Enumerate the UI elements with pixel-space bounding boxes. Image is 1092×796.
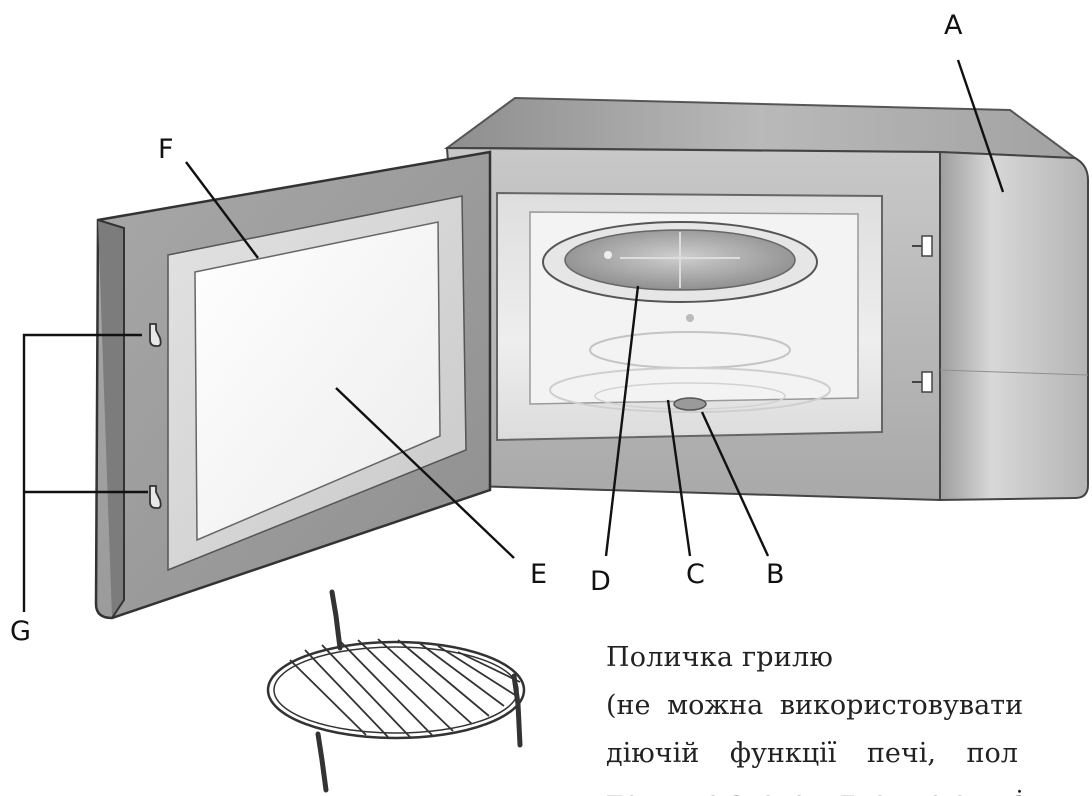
caption-line-1: (не можна використовувати: [606, 690, 1024, 721]
roller-ring-outer: [549, 367, 831, 413]
leader-d: [604, 285, 640, 557]
label-d: D: [590, 566, 611, 597]
leader-a: [956, 59, 1005, 193]
latch-hook-top: [149, 323, 162, 347]
label-g: G: [10, 616, 31, 647]
leader-c: [666, 399, 692, 557]
grill-rack-caption: Поличка грилю (не можна використовувати …: [606, 634, 1092, 796]
caption-line-2: діючій функції печі, пол: [606, 738, 1018, 769]
caption-line-3: повинна знаходитися на скляі: [606, 778, 1092, 796]
axle-dot: [686, 314, 694, 322]
leader-e: [335, 387, 515, 559]
grill-rack: [266, 589, 526, 793]
latch-hook-bottom: [149, 485, 162, 509]
rack-leg-back: [329, 589, 343, 651]
microwave-body: [443, 96, 1089, 502]
door-window: [194, 221, 441, 542]
rack-bars: [289, 638, 521, 738]
leader-b: [700, 411, 770, 557]
door: [94, 150, 492, 620]
label-c: C: [686, 559, 705, 590]
leader-lines: [22, 59, 1005, 612]
door-edge: [97, 219, 125, 619]
caption-title: Поличка грилю: [606, 642, 834, 673]
leader-g-top: [22, 333, 142, 612]
latch-slot-top: [921, 235, 933, 257]
coupler: [673, 397, 707, 411]
plate-dot: [604, 251, 612, 259]
panel-divider: [939, 369, 1089, 376]
rack-rim: [266, 640, 526, 740]
label-f: F: [158, 134, 174, 165]
rack-leg-left: [315, 731, 329, 793]
latch-slot-bottom: [921, 371, 933, 393]
leader-f: [185, 161, 259, 259]
control-panel: [939, 150, 1089, 502]
label-e: E: [530, 559, 547, 590]
label-b: B: [766, 559, 785, 590]
rack-leg-right: [511, 673, 523, 748]
label-a: A: [944, 10, 963, 41]
